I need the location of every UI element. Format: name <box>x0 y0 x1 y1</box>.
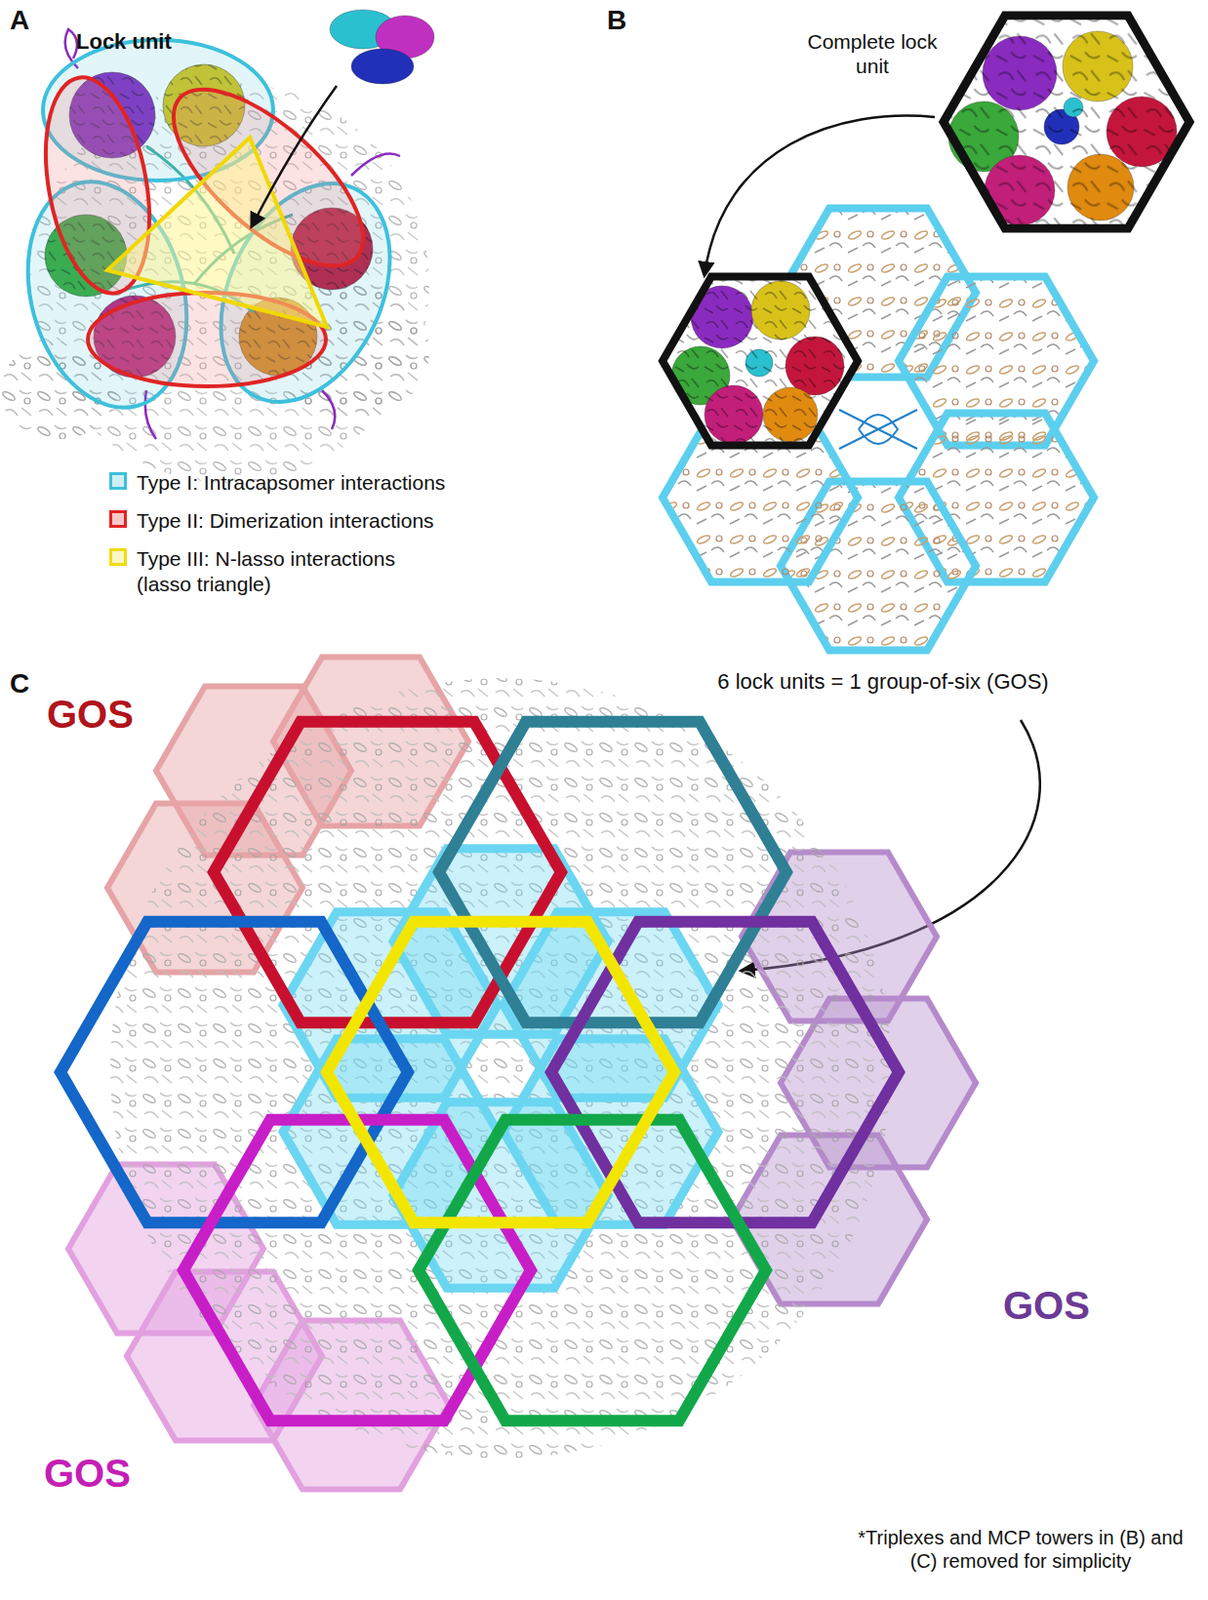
legend-item: Type I: Intracapsomer interactions <box>109 470 445 496</box>
panel-label: GOS <box>43 1449 131 1497</box>
legend-item: Type II: Dimerization interactions <box>109 508 435 534</box>
legend-item: Type III: N-lasso interactions (lasso tr… <box>109 546 430 599</box>
legend-swatch <box>109 510 127 528</box>
legend-text: Type III: N-lasso interactions (lasso tr… <box>136 546 430 599</box>
caption-label: Lock unit <box>76 29 172 55</box>
panel-label: GOS <box>1003 1282 1090 1329</box>
footnote: *Triplexes and MCP towers in (B) and (C)… <box>845 1526 1197 1573</box>
caption-label: 6 lock units = 1 group-of-six (GOS) <box>717 669 1048 695</box>
caption-label: Complete lock unit <box>799 29 946 79</box>
panel-label: B <box>606 3 627 38</box>
panel-label: GOS <box>46 690 134 738</box>
legend-swatch <box>109 472 127 490</box>
panel-label: C <box>9 667 30 701</box>
panel-label: A <box>9 3 30 38</box>
legend-text: Type II: Dimerization interactions <box>136 508 435 534</box>
legend-text: Type I: Intracapsomer interactions <box>136 470 445 496</box>
legend-swatch <box>109 548 127 566</box>
